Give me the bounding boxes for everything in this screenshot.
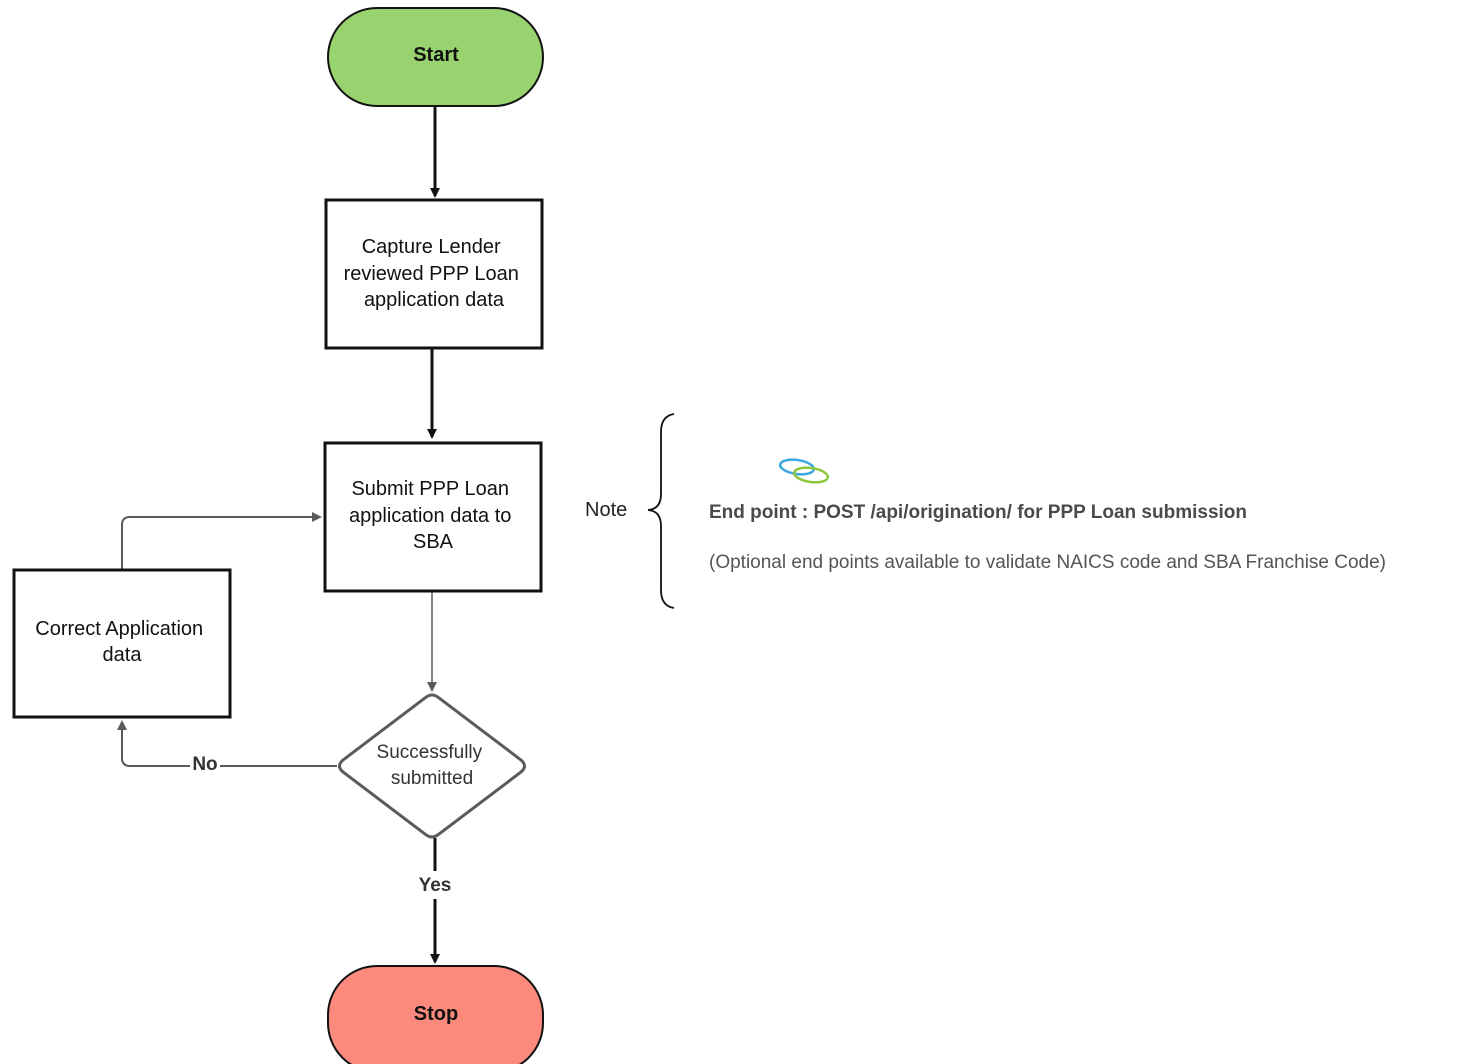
capture-node-line-1: Capture Lender <box>362 236 501 258</box>
submit-node-line-3: SBA <box>413 531 454 553</box>
note-endpoint: End point : POST /api/origination/ for P… <box>709 502 1247 523</box>
correct-node <box>12 568 232 719</box>
stop-node-label: Stop <box>414 1003 458 1025</box>
capture-node-label: Capture Lender reviewed PPP Loan applica… <box>344 236 525 311</box>
decision-node-label: Successfully submitted <box>377 742 488 789</box>
correct-node-line-1: Correct Application <box>35 618 203 640</box>
link-icon <box>778 458 830 484</box>
note-brace <box>647 413 675 609</box>
capture-node <box>324 198 544 350</box>
start-node-label: Start <box>413 44 459 66</box>
correct-node-line-2: data <box>103 644 143 666</box>
edge-label-yes: Yes <box>419 875 452 896</box>
submit-node-label: Submit PPP Loan application data to SBA <box>349 478 517 553</box>
submit-node <box>323 441 543 593</box>
edge-decision-no-to-correct <box>117 720 337 767</box>
start-node <box>327 7 544 107</box>
decision-node-line-2: submitted <box>391 768 473 789</box>
stop-node <box>327 965 544 1064</box>
submit-node-line-1: Submit PPP Loan <box>351 478 509 500</box>
capture-node-line-2: reviewed PPP Loan <box>344 263 519 285</box>
submit-node-line-2: application data to <box>349 505 511 527</box>
edge-correct-to-submit <box>121 512 322 569</box>
correct-node-label: Correct Application data <box>35 618 208 666</box>
note-optional: (Optional end points available to valida… <box>709 552 1386 573</box>
edge-label-no: No <box>192 754 217 775</box>
note-label: Note <box>585 499 627 521</box>
decision-node <box>338 693 526 839</box>
decision-node-line-1: Successfully <box>377 742 483 763</box>
capture-node-line-3: application data <box>364 289 505 311</box>
